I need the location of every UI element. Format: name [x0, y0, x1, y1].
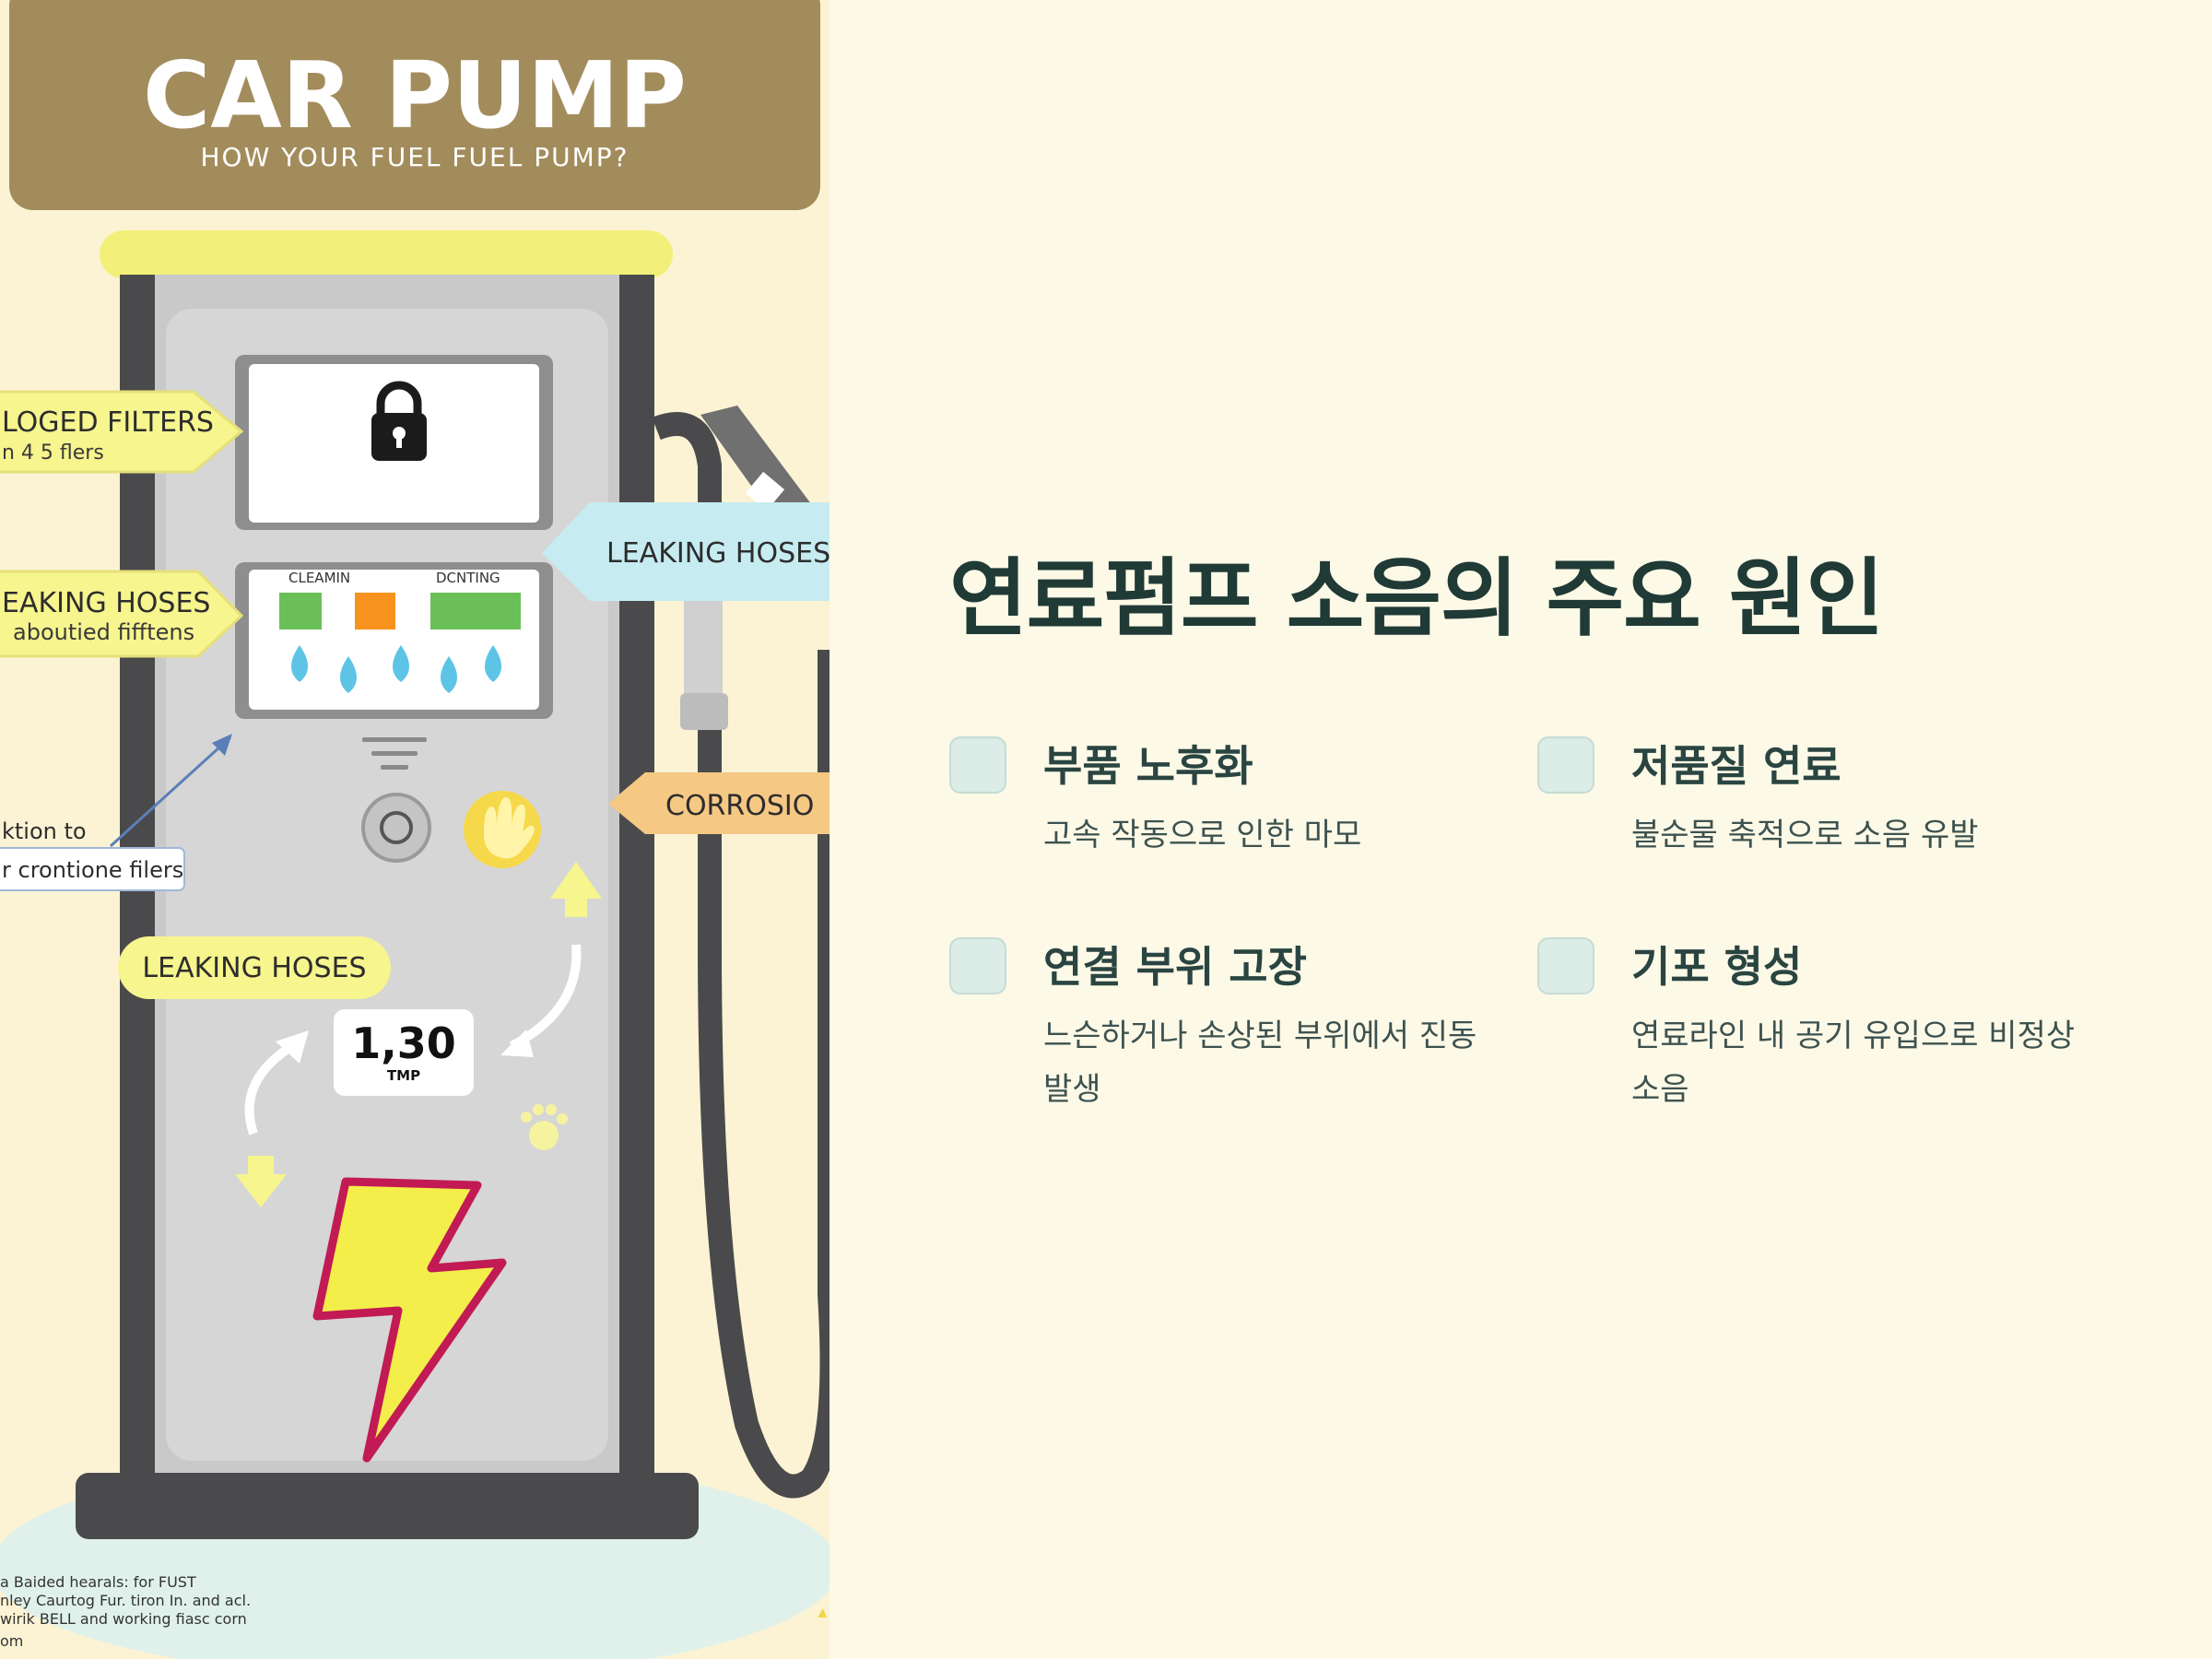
cause-description: 불순물 축적으로 소음 유발	[1631, 817, 1979, 853]
speaker-line	[362, 737, 427, 742]
leaking-hoses-bottom-callout	[118, 936, 391, 999]
slide-title: 연료펌프 소음의 주요 원인	[949, 549, 1884, 648]
footnote-line: om	[0, 1632, 23, 1650]
sparkle-icon	[818, 1608, 827, 1618]
cause-title: 기포 형성	[1631, 942, 1803, 992]
cause-description: 연료라인 내 공기 유입으로 비정상 소음	[1631, 1018, 2076, 1108]
clogged-filters-label: LOGED FILTERS	[2, 406, 214, 439]
corrosion-callout	[608, 772, 830, 834]
cause-icon	[949, 937, 1006, 994]
cause-title: 저품질 연료	[1631, 741, 1841, 791]
curved-arrowhead	[276, 1030, 309, 1064]
nozzle-window	[745, 471, 785, 512]
cause-icon	[1537, 937, 1594, 994]
suction-label-line1: ktion to	[2, 818, 87, 844]
suction-pointer-head	[212, 734, 232, 756]
leaking-hoses-right-callout	[542, 502, 830, 601]
paw-icon	[521, 1104, 568, 1150]
pump-button	[361, 793, 431, 863]
suction-pointer	[109, 735, 232, 848]
leaking-hoses-left-label: EAKING HOSES	[2, 587, 210, 619]
suction-callout	[0, 847, 185, 891]
cause-title: 부품 노후화	[1043, 741, 1253, 791]
up-arrow-icon	[550, 862, 602, 917]
lightning-icon	[312, 1177, 507, 1463]
suction-label-line2: r crontione filers	[2, 857, 183, 883]
panel-label-right: DCNTING	[436, 570, 500, 586]
leaking-hoses-right-label: LEAKING HOSES	[606, 537, 830, 570]
footnote: a Baided hearals: for FUST nley Caurtog …	[0, 1573, 251, 1650]
fuel-hose	[652, 412, 830, 1499]
header-subtitle: HOW YOUR FUEL FUEL PUMP?	[200, 142, 629, 172]
footnote-line: a Baided hearals: for FUST	[0, 1573, 196, 1591]
content-panel: 연료펌프 소음의 주요 원인 부품 노후화 고속 작동으로 인한 마모 저품질 …	[830, 0, 2212, 1659]
curved-arrowhead	[500, 1030, 534, 1057]
header-banner	[9, 0, 820, 210]
lock-icon	[371, 381, 427, 461]
cause-description: 느슨하거나 손상된 부위에서 진동 발생	[1043, 1018, 1477, 1108]
speaker-line	[381, 765, 408, 770]
readout-value: 1,30	[351, 1018, 456, 1068]
panel-indicator-green	[279, 593, 322, 629]
leaking-hoses-left-callout	[0, 570, 244, 658]
footnote-line: nley Caurtog Fur. tiron In. and acl.	[0, 1592, 251, 1609]
cause-description: 고속 작동으로 인한 마모	[1043, 817, 1362, 853]
clogged-filters-callout	[0, 390, 244, 474]
panel-indicator-orange	[355, 593, 395, 629]
pump-base	[76, 1473, 699, 1539]
header-title: CAR PUMP	[143, 41, 687, 149]
panel-label-left: CLEAMIN	[288, 570, 350, 586]
fuel-pump-illustration: CAR PUMP HOW YOUR FUEL FUEL PUMP? CLEAMI…	[0, 0, 830, 1659]
readout-unit: TMP	[387, 1067, 420, 1084]
corrosion-label: CORROSIO	[665, 790, 814, 822]
clogged-filters-sublabel: n 4 5 flers	[2, 441, 104, 465]
down-arrow-icon	[235, 1156, 287, 1207]
cause-icon	[949, 736, 1006, 794]
leaking-hoses-left-sublabel: aboutied fifftens	[13, 619, 194, 645]
cause-icon	[1537, 736, 1594, 794]
speaker-line	[371, 751, 418, 756]
droplets-icon	[291, 645, 501, 693]
control-panel	[249, 570, 539, 710]
illustration-svg: CAR PUMP HOW YOUR FUEL FUEL PUMP? CLEAMI…	[0, 0, 830, 1659]
leaking-hoses-bottom-label: LEAKING HOSES	[142, 952, 366, 984]
readout-box	[334, 1009, 474, 1096]
hand-icon-glyph	[484, 797, 535, 859]
pump-cap	[100, 230, 673, 278]
footnote-line: wirik BELL and working fiasc corn	[0, 1610, 247, 1628]
panel-indicator-green-wide	[430, 593, 521, 629]
cause-title: 연결 부위 고장	[1043, 942, 1307, 992]
pump-button-glyph	[380, 811, 413, 844]
nozzle-grip	[680, 693, 728, 730]
